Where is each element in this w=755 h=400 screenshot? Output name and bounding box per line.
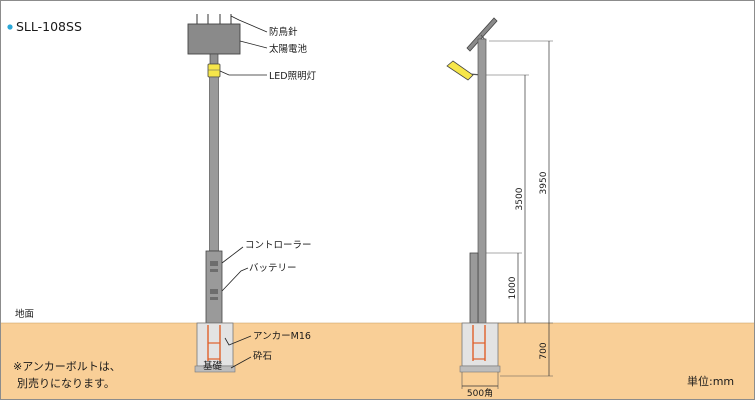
dim-box-height: 1000 [508, 276, 518, 299]
front-view: 防鳥針 太陽電池 LED照明灯 コントローラー バッテリー アンカーM16 砕石… [187, 14, 317, 373]
label-battery: バッテリー [249, 263, 297, 274]
side-view: 3950 3500 1000 700 500角 [446, 17, 553, 399]
pole-front [209, 76, 219, 252]
led-lamp-front [207, 63, 221, 78]
label-controller: コントローラー [245, 240, 312, 251]
bird-spike-icon [196, 14, 232, 24]
label-anchor-bolt: アンカーM16 [253, 331, 311, 342]
ground-area [1, 323, 754, 399]
note-line-2: 別売りになります。 [17, 377, 115, 390]
panel-bracket [209, 53, 219, 65]
gravel-layer-front [194, 365, 236, 373]
anchor-bolts-front [207, 325, 221, 361]
dim-light-height: 3500 [515, 187, 525, 210]
dim-total-height: 3950 [539, 171, 549, 194]
model-name: SLL-108SS [16, 19, 82, 34]
dim-foundation-width: 500角 [467, 387, 493, 399]
label-foundation: 基礎 [203, 360, 223, 372]
label-led-light: LED照明灯 [269, 71, 317, 82]
unit-label: 単位:mm [687, 374, 734, 388]
label-crushed-stone: 砕石 [253, 350, 272, 362]
note-line-1: ※アンカーボルトは、 [13, 360, 121, 373]
pole-side [477, 38, 487, 324]
label-bird-spike: 防鳥針 [269, 26, 298, 38]
solar-panel-front [187, 23, 241, 55]
dim-foundation-depth: 700 [539, 342, 549, 359]
ground-label: 地面 [15, 308, 34, 320]
label-solar-panel: 太陽電池 [269, 43, 308, 55]
led-lamp-side [446, 60, 474, 81]
equipment-box-side [469, 252, 479, 324]
controller-unit [210, 261, 218, 266]
anchor-bolts-side [472, 325, 486, 361]
solar-panel-side [466, 17, 498, 52]
gravel-layer-side [459, 365, 501, 373]
battery-unit [210, 289, 218, 294]
title-bullet-icon [7, 24, 13, 30]
